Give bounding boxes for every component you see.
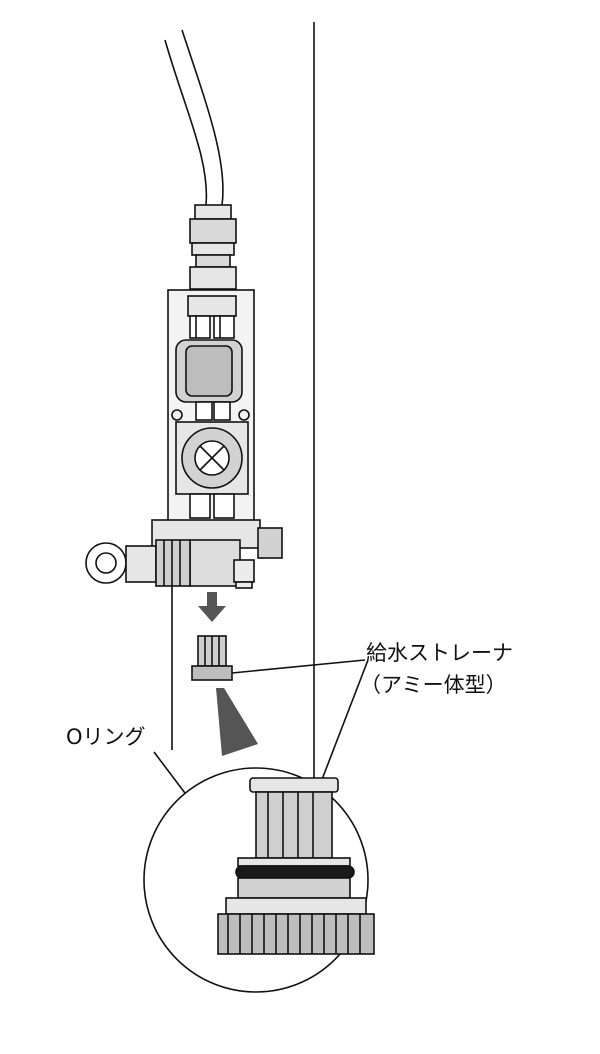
upper-terminals xyxy=(189,315,235,339)
leader-strainer-large xyxy=(315,659,369,796)
mid-terminals xyxy=(195,401,231,421)
lower-terminals xyxy=(189,493,235,519)
label-oring: Oリング xyxy=(66,725,146,749)
large-strainer xyxy=(217,777,375,955)
o-ring xyxy=(235,865,355,879)
cable-connector xyxy=(189,204,237,290)
down-arrow xyxy=(198,592,226,622)
label-strainer-line2: （アミー体型） xyxy=(360,673,507,697)
magnifier-pointer xyxy=(216,688,258,756)
leader-strainer-small xyxy=(231,659,366,674)
label-strainer-line1: 給水ストレーナ xyxy=(366,641,513,665)
cable-inner xyxy=(181,29,224,206)
small-strainer xyxy=(191,635,233,681)
elbow-connector xyxy=(85,539,191,587)
cable-outer xyxy=(164,39,208,206)
